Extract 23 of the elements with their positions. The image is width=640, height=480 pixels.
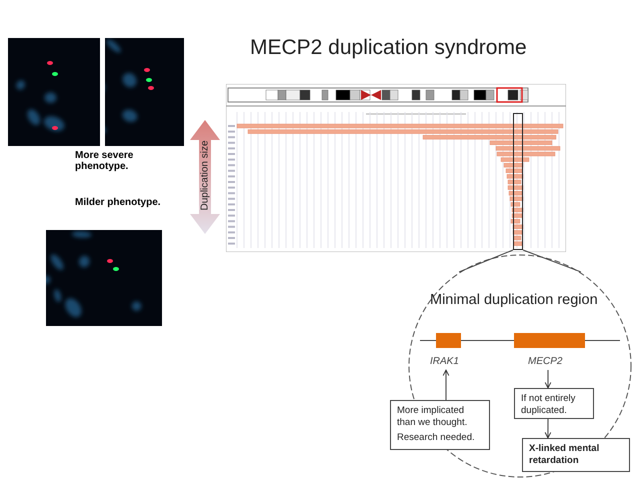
gene-bar	[436, 333, 461, 348]
gene-bar	[514, 333, 585, 348]
caption-text: More severe phenotype.	[75, 150, 134, 172]
micrograph-image	[105, 38, 184, 146]
caption-text: Milder phenotype.	[75, 197, 162, 208]
arrow	[544, 418, 552, 438]
micrograph-image	[46, 230, 162, 326]
note-box: If not entirely duplicated.	[514, 388, 594, 419]
micrograph-image	[8, 38, 100, 146]
arrow	[544, 370, 552, 388]
note-box	[390, 400, 490, 450]
gene-label: MECP2	[528, 356, 568, 370]
genome-browser-screenshot	[226, 84, 566, 252]
axis-label: Duplication size	[200, 139, 210, 213]
note-text: More implicated than we thought.	[397, 405, 468, 430]
arrow	[442, 370, 450, 400]
region-heading: Minimal duplication region	[430, 292, 598, 308]
note-text: Research needed.	[397, 432, 476, 444]
highlight-box	[513, 113, 523, 250]
title: MECP2 duplication syndrome	[250, 36, 527, 60]
leader-line	[458, 250, 514, 272]
leader-line	[522, 250, 582, 272]
gene-label: IRAK1	[430, 356, 470, 370]
